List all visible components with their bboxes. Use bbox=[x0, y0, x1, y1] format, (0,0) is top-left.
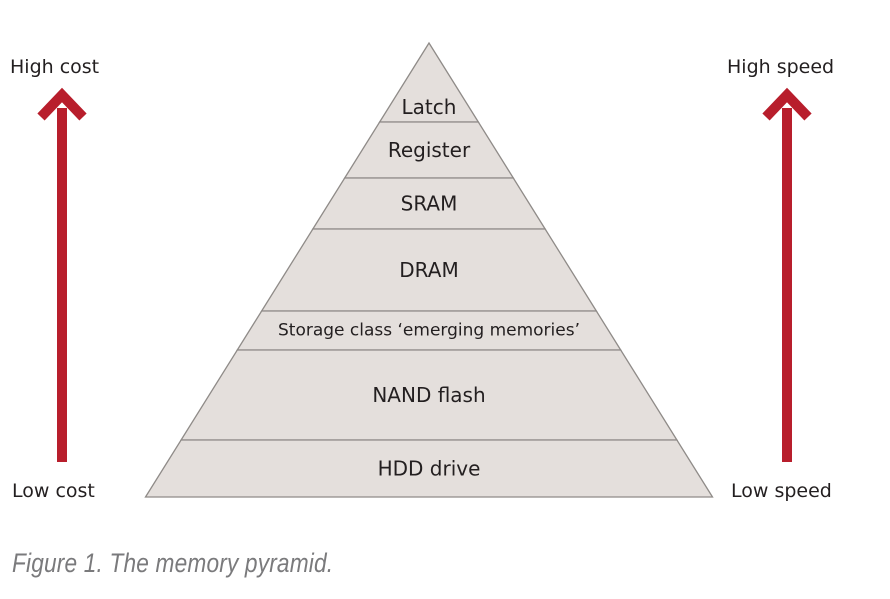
high-speed-label: High speed bbox=[727, 56, 835, 78]
figure-caption: Figure 1. The memory pyramid. bbox=[12, 548, 334, 578]
speed-arrow-shaft bbox=[782, 108, 792, 462]
speed-arrow bbox=[762, 87, 812, 462]
pyramid-level-label: Latch bbox=[402, 95, 457, 119]
pyramid-level-label: HDD drive bbox=[378, 457, 481, 481]
speed-arrow-head bbox=[762, 87, 812, 121]
pyramid-level-label: DRAM bbox=[399, 258, 458, 282]
pyramid-level-label: SRAM bbox=[401, 192, 458, 216]
cost-arrow bbox=[37, 87, 87, 462]
cost-arrow-head bbox=[37, 87, 87, 121]
cost-arrow-shaft bbox=[57, 108, 67, 462]
pyramid-level-label: Register bbox=[388, 138, 471, 162]
low-cost-label: Low cost bbox=[12, 480, 95, 502]
pyramid-level-label: NAND flash bbox=[372, 383, 485, 407]
high-cost-label: High cost bbox=[10, 56, 100, 78]
pyramid-level-label: Storage class ‘emerging memories’ bbox=[278, 321, 580, 341]
low-speed-label: Low speed bbox=[731, 480, 832, 502]
pyramid-level-7 bbox=[144, 439, 714, 498]
